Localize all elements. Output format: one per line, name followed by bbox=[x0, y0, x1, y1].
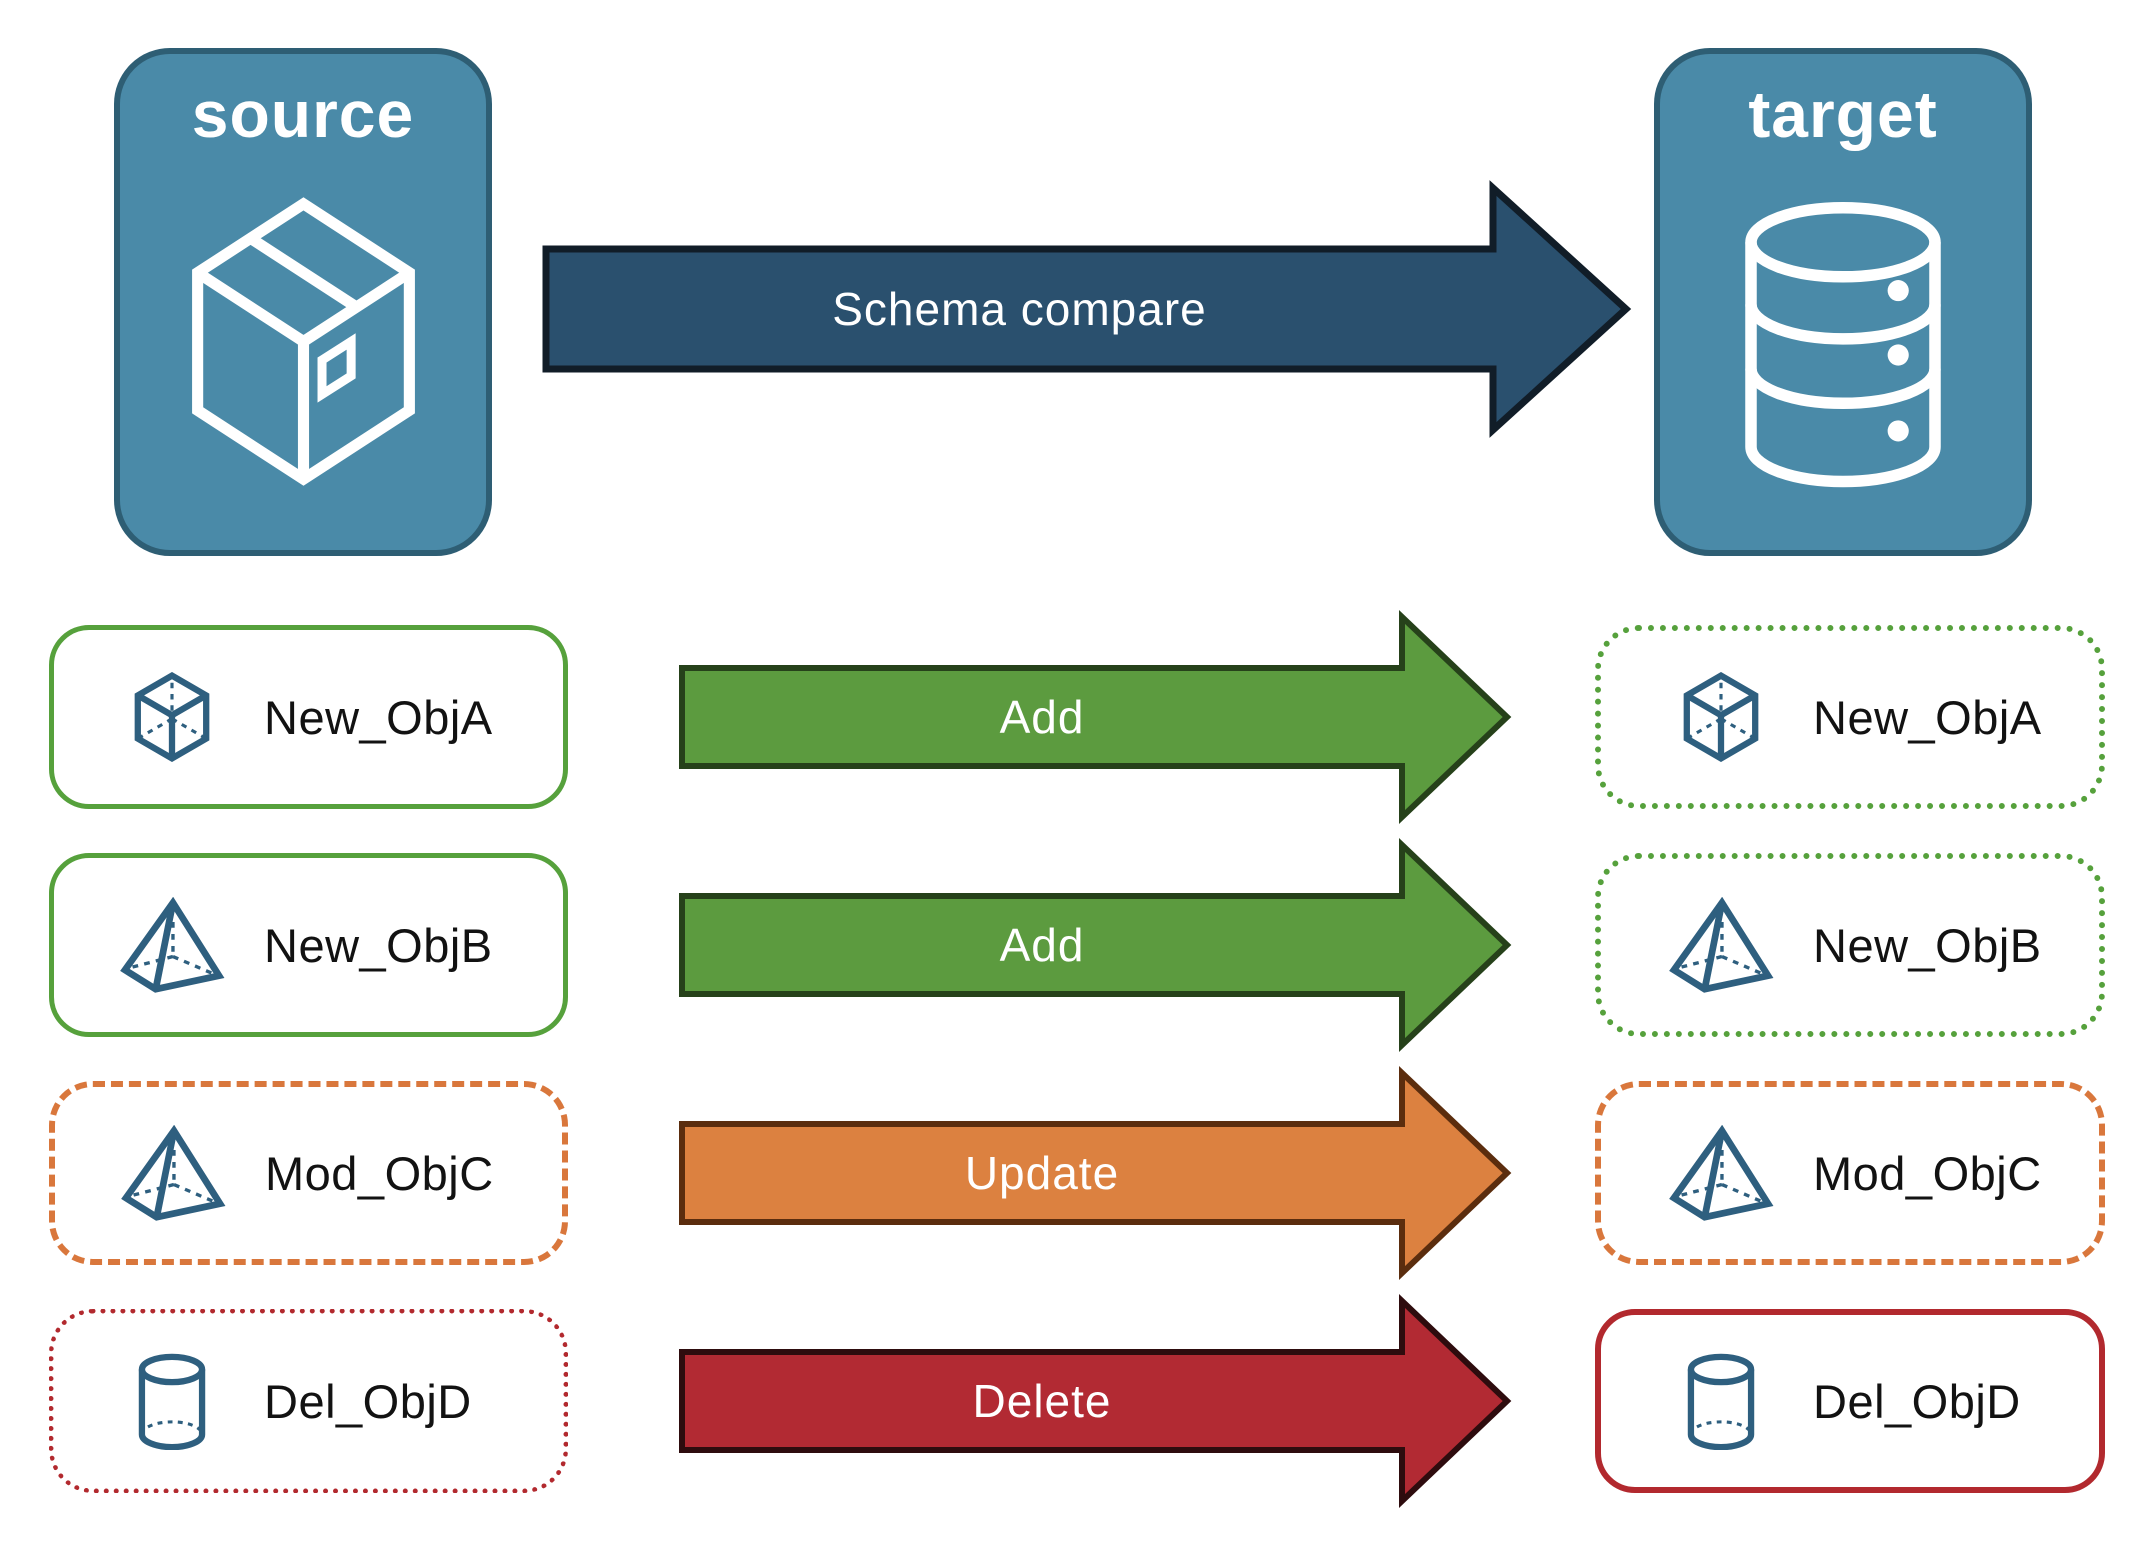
add-arrow-row1 bbox=[679, 610, 1512, 824]
target-item-del-objd: Del_ObjD bbox=[1595, 1309, 2105, 1493]
target-item-new-obja: New_ObjA bbox=[1595, 625, 2105, 809]
source-item-mod-objc: Mod_ObjC bbox=[49, 1081, 568, 1265]
update-arrow-label-row3: Update bbox=[964, 1147, 1120, 1199]
delete-arrow-row4 bbox=[679, 1294, 1512, 1508]
schema-compare-arrow-label: Schema compare bbox=[832, 283, 1207, 335]
item-label: New_ObjB bbox=[1813, 918, 2042, 972]
source-node-title: source bbox=[191, 77, 415, 151]
target-item-new-objb: New_ObjB bbox=[1595, 853, 2105, 1037]
item-label: Mod_ObjC bbox=[265, 1146, 494, 1200]
pyramid-icon bbox=[116, 897, 228, 993]
schema-compare-arrow bbox=[542, 180, 1632, 438]
update-arrow-row3 bbox=[679, 1066, 1512, 1280]
cube-icon bbox=[1665, 672, 1777, 762]
item-label: Mod_ObjC bbox=[1813, 1146, 2042, 1200]
item-label: New_ObjA bbox=[1813, 690, 2042, 744]
database-icon bbox=[1728, 194, 1958, 493]
cylinder-icon bbox=[1665, 1353, 1777, 1450]
target-node: target bbox=[1654, 48, 2032, 556]
item-label: New_ObjB bbox=[264, 918, 493, 972]
pyramid-icon bbox=[1665, 897, 1777, 993]
item-label: New_ObjA bbox=[264, 690, 493, 744]
delete-arrow-label-row4: Delete bbox=[972, 1375, 1112, 1427]
add-arrow-row2 bbox=[679, 838, 1512, 1052]
add-arrow-label-row2: Add bbox=[999, 919, 1085, 971]
source-item-new-objb: New_ObjB bbox=[49, 853, 568, 1037]
item-label: Del_ObjD bbox=[1813, 1374, 2021, 1428]
pyramid-icon bbox=[1665, 1125, 1777, 1221]
source-item-new-obja: New_ObjA bbox=[49, 625, 568, 809]
item-label: Del_ObjD bbox=[264, 1374, 472, 1428]
cube-icon bbox=[116, 672, 228, 762]
source-item-del-objd: Del_ObjD bbox=[49, 1309, 568, 1493]
target-node-title: target bbox=[1748, 77, 1938, 151]
add-arrow-label-row1: Add bbox=[999, 691, 1085, 743]
source-node: source bbox=[114, 48, 492, 556]
cylinder-icon bbox=[116, 1353, 228, 1450]
pyramid-icon bbox=[117, 1125, 229, 1221]
target-item-mod-objc: Mod_ObjC bbox=[1595, 1081, 2105, 1265]
package-box-icon bbox=[171, 188, 436, 495]
